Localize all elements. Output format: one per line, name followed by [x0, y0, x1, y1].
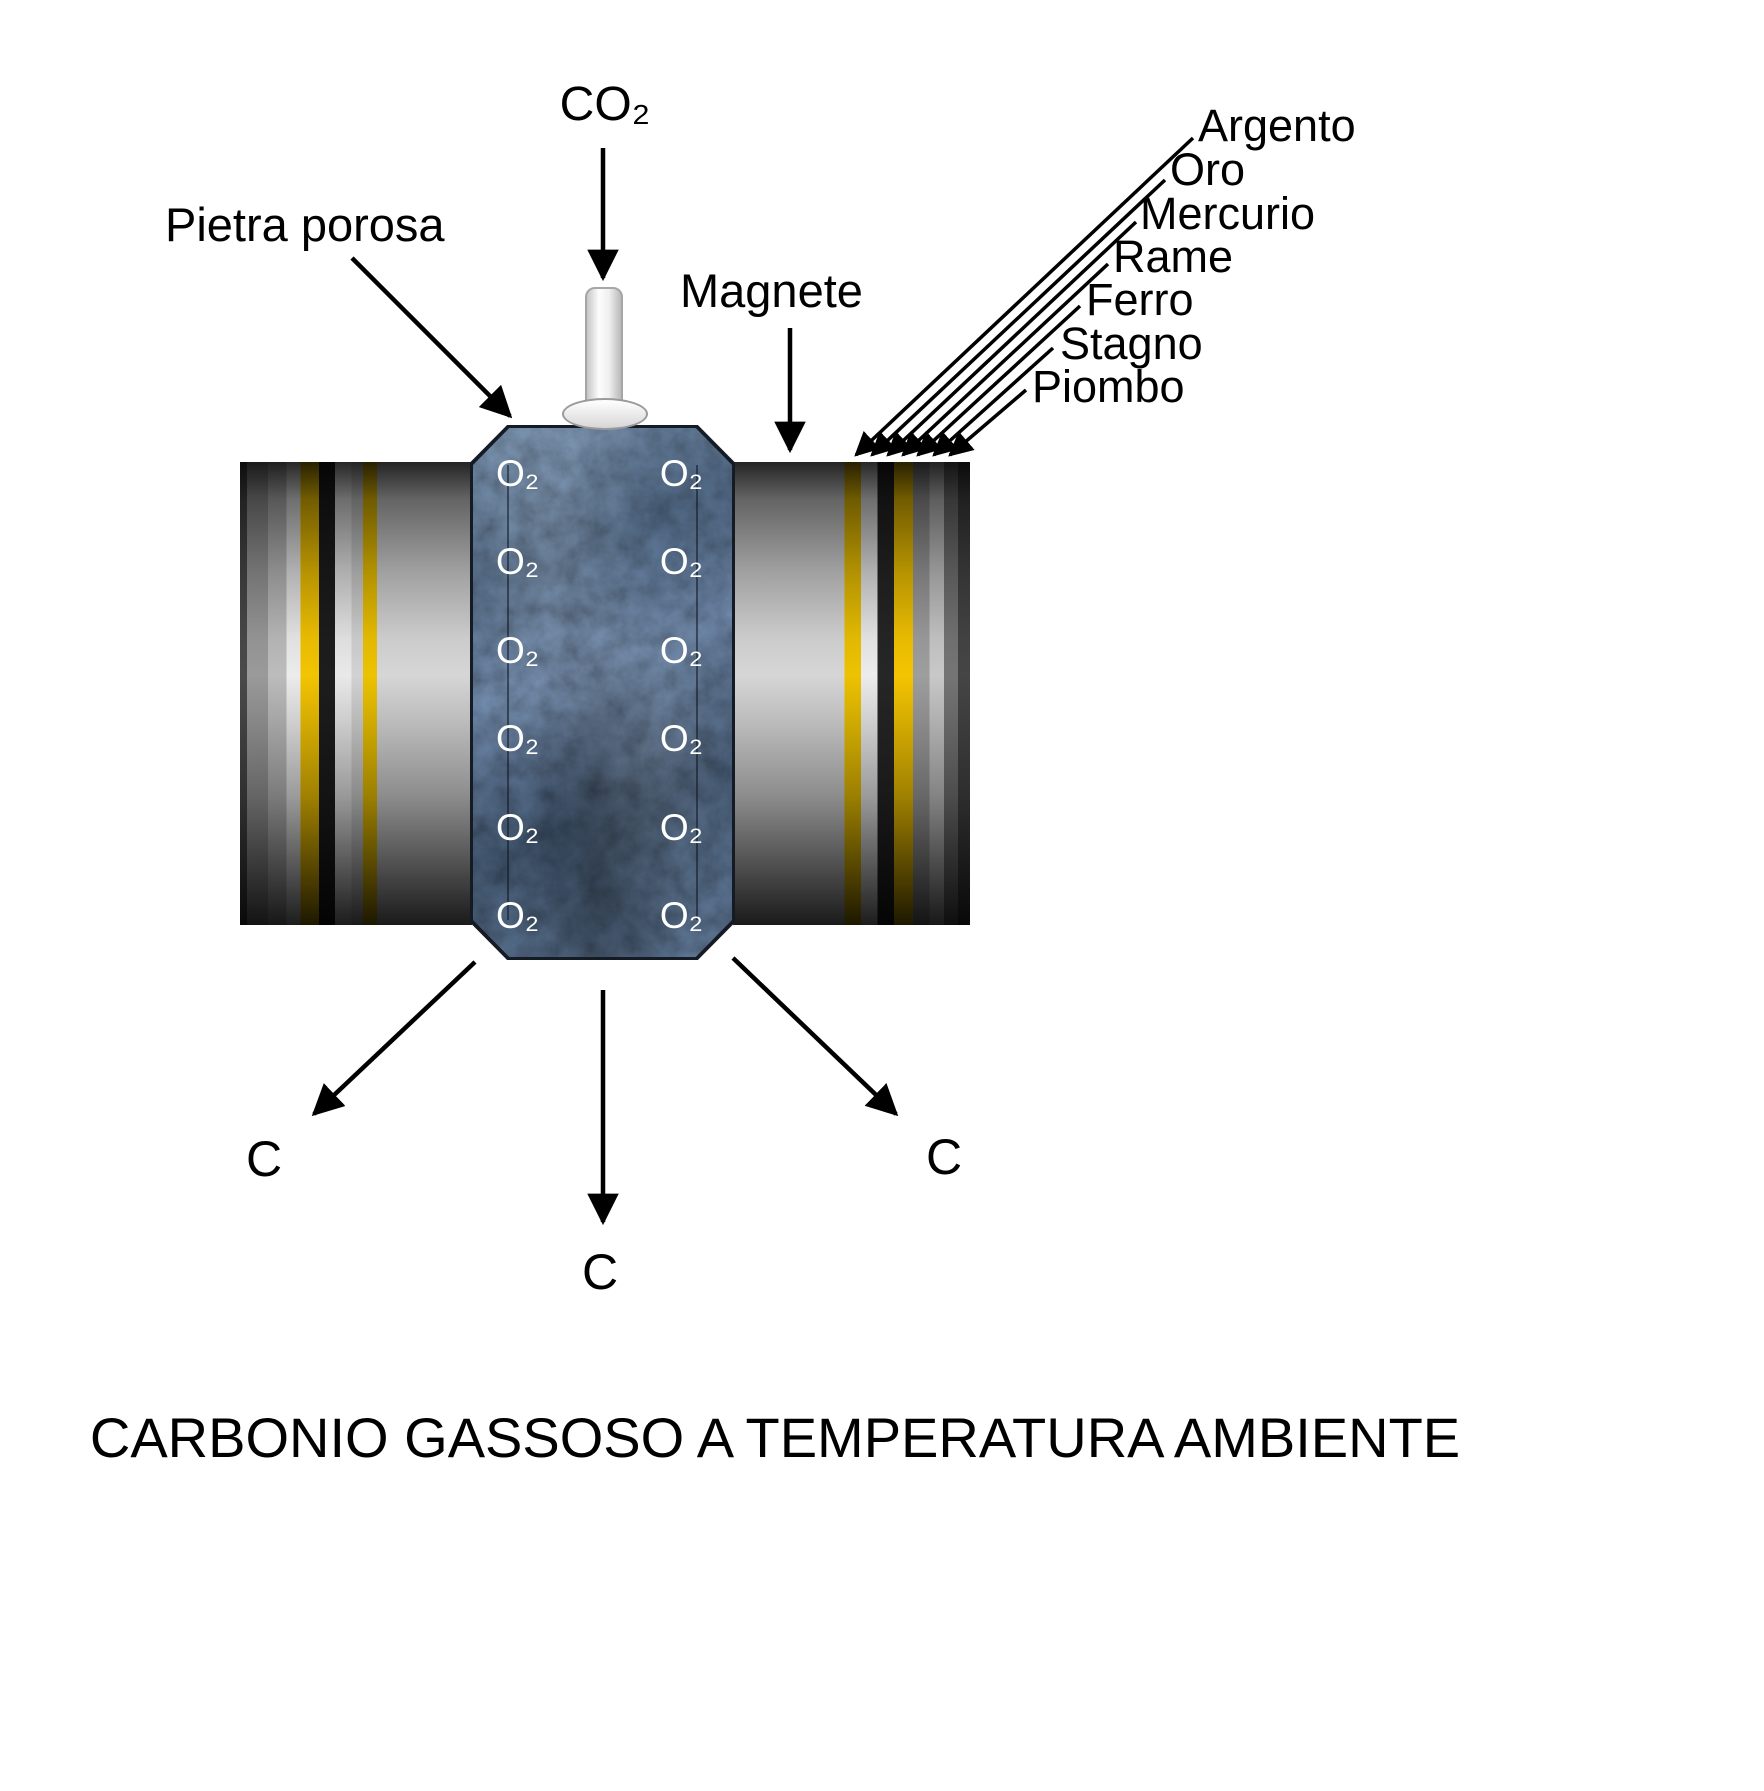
label-pietra-porosa: Pietra porosa: [165, 198, 445, 251]
o2-molecule: O₂: [496, 718, 540, 760]
stone-noise-overlay: [473, 428, 732, 957]
o2-molecule: O₂: [659, 806, 703, 848]
o2-molecule: O₂: [659, 718, 703, 760]
o2-molecule: O₂: [496, 541, 540, 583]
label-carbon-center: C: [582, 1244, 619, 1300]
label-metal-oro: Oro: [1170, 144, 1246, 195]
o2-molecule: O₂: [659, 629, 703, 671]
o2-molecule: O₂: [496, 629, 540, 671]
label-co2: CO₂: [559, 78, 651, 131]
stone-seam-right: [696, 465, 699, 920]
o2-molecule: O₂: [496, 453, 540, 494]
o2-column-right: O₂ O₂ O₂ O₂ O₂ O₂: [660, 455, 703, 934]
label-metal-piombo: Piombo: [1032, 361, 1185, 412]
label-magnete: Magnete: [680, 264, 863, 317]
co2-inlet-tube: [585, 287, 623, 413]
porous-stone-block: O₂ O₂ O₂ O₂ O₂ O₂ O₂ O₂ O₂ O₂ O₂ O₂: [470, 425, 735, 960]
arrow-c-left: [311, 960, 477, 1117]
o2-molecule: O₂: [659, 894, 703, 936]
arrow-piombo: [948, 388, 1028, 457]
arrow-pietra-porosa: [350, 256, 513, 419]
label-metal-argento: Argento: [1198, 100, 1356, 151]
label-carbon-right: C: [926, 1129, 963, 1185]
cylinder-left-metal-layers: [240, 462, 472, 925]
stone-seam-left: [506, 465, 509, 920]
diagram-title: CARBONIO GASSOSO A TEMPERATURA AMBIENTE: [89, 1406, 1461, 1469]
stone-texture: [473, 428, 732, 957]
o2-column-left: O₂ O₂ O₂ O₂ O₂ O₂: [496, 455, 539, 934]
cylinder-right-metal-layers: [733, 462, 970, 925]
arrow-c-right: [731, 956, 899, 1117]
o2-molecule: O₂: [496, 894, 540, 936]
o2-molecule: O₂: [496, 806, 540, 848]
label-metal-ferro: Ferro: [1086, 274, 1194, 325]
o2-molecule: O₂: [659, 453, 703, 494]
label-carbon-left: C: [246, 1131, 283, 1187]
o2-molecule: O₂: [659, 541, 703, 583]
tube-collar: [562, 398, 648, 430]
